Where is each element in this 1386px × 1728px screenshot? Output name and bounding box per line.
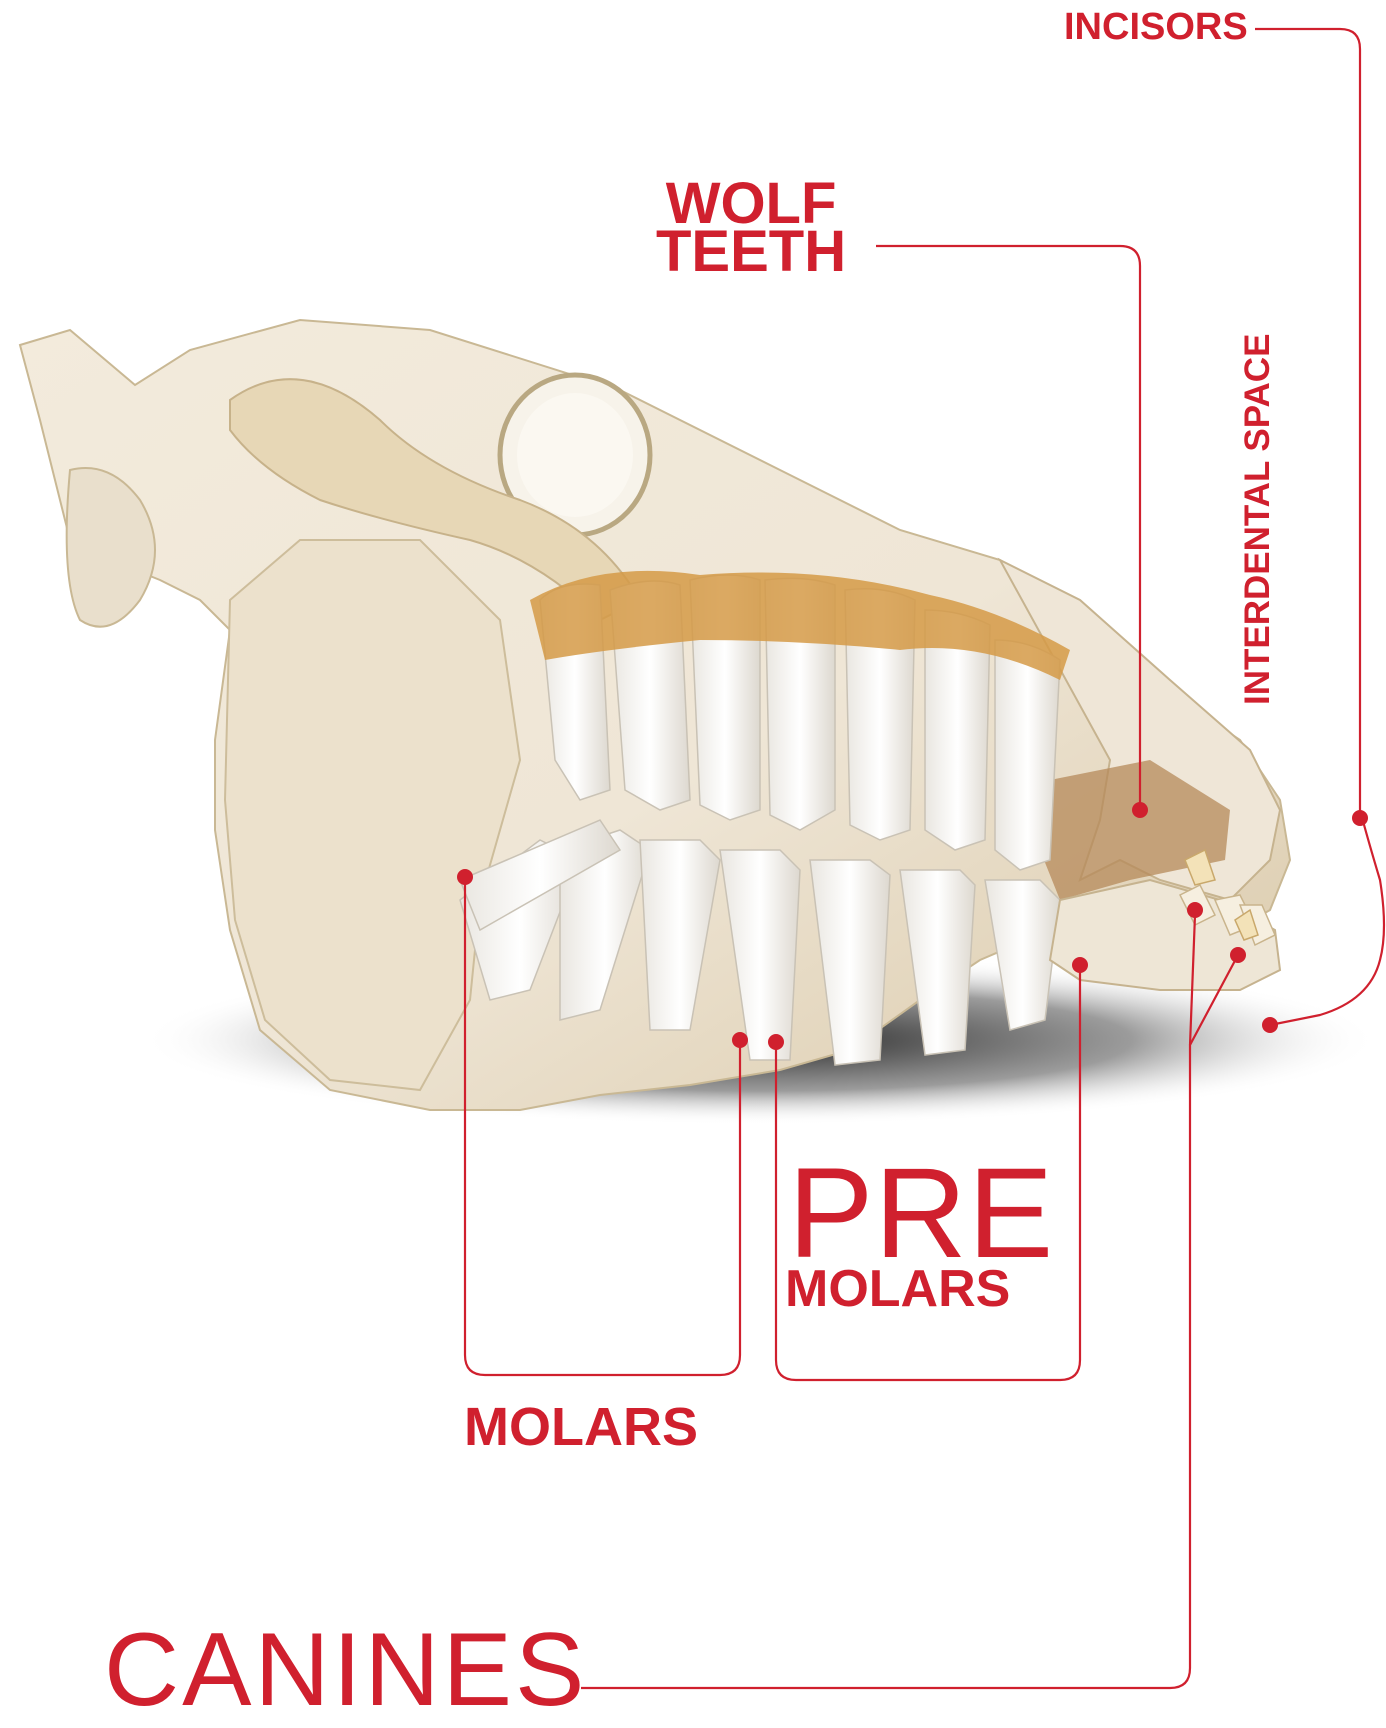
interdental-space-label: INTERDENTAL SPACE	[1240, 334, 1275, 705]
incisors-callout-curve	[1270, 810, 1384, 1025]
canines-upper-dot	[1187, 902, 1203, 918]
incisors-lower-dot	[1262, 1017, 1278, 1033]
incisors-upper-dot	[1352, 810, 1368, 826]
molars-lower-dot	[732, 1032, 748, 1048]
premolars-upper-dot	[1072, 957, 1088, 973]
molars-label: MOLARS	[464, 1400, 698, 1454]
premolars-label-pre: PRE	[788, 1150, 1054, 1278]
canines-callout-line	[581, 955, 1238, 1688]
canines-label: CANINES	[104, 1618, 587, 1722]
incisors-label: INCISORS	[1064, 8, 1248, 46]
wolf-teeth-label: WOLF TEETH	[656, 180, 846, 276]
molars-upper-dot	[457, 869, 473, 885]
canines-branch-line	[1190, 915, 1195, 1045]
premolars-lower-dot	[768, 1034, 784, 1050]
wolf-teeth-callout-line	[876, 246, 1140, 810]
premolars-label-molars: MOLARS	[785, 1263, 1010, 1315]
canines-lower-dot	[1230, 947, 1246, 963]
molars-callout-line	[465, 875, 740, 1375]
wolf-teeth-label-line2: TEETH	[656, 228, 846, 276]
wolf-teeth-dot	[1132, 802, 1148, 818]
